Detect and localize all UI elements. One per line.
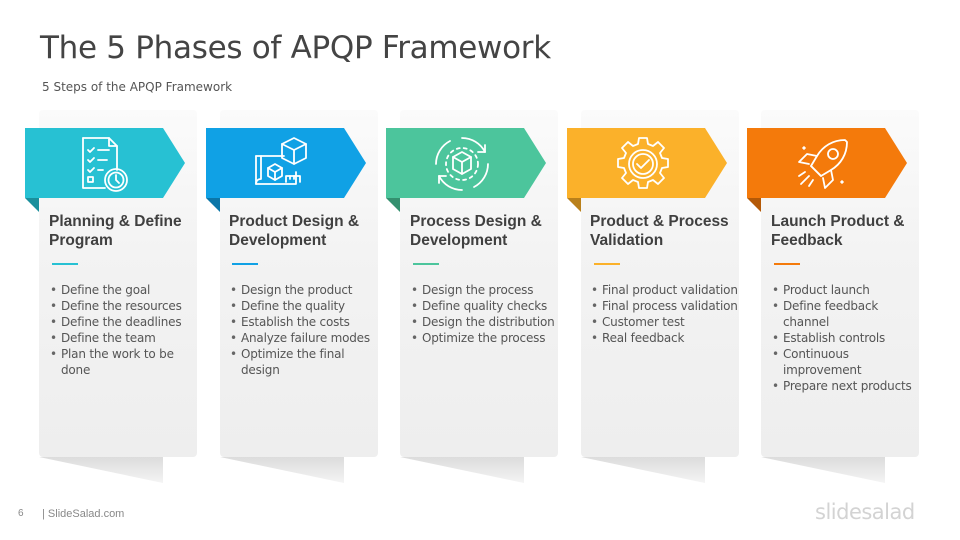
list-item: Design the product [229, 282, 379, 298]
list-item: Product launch [771, 282, 921, 298]
accent-line-1 [52, 263, 78, 265]
phase-bullets-5: Product launch Define feedback channel E… [771, 282, 921, 394]
list-item: Final process validation [590, 298, 740, 314]
phase-title-5: Launch Product & Feedback [771, 213, 905, 249]
phase-title-4: Product & Process Validation [590, 213, 729, 249]
list-item: Design the distribution [410, 314, 560, 330]
footer-site: | SlideSalad.com [42, 508, 125, 520]
list-item: Establish the costs [229, 314, 379, 330]
blueprint-box-icon [250, 132, 314, 196]
list-item: Final product validation [590, 282, 740, 298]
phase-ribbon-3 [386, 128, 546, 212]
ribbon-banner [386, 128, 546, 198]
list-item: Define feedback channel [771, 298, 921, 330]
ribbon-fold [25, 198, 39, 212]
phase-bullets-3: Design the process Define quality checks… [410, 282, 560, 346]
gear-check-icon [611, 132, 675, 196]
phase-ribbon-2 [206, 128, 366, 212]
phase-ribbon-1 [25, 128, 185, 212]
ribbon-fold [747, 198, 761, 212]
accent-line-5 [774, 263, 800, 265]
ribbon-banner [25, 128, 185, 198]
ribbon-fold [386, 198, 400, 212]
accent-line-3 [413, 263, 439, 265]
checklist-clock-icon [69, 132, 133, 196]
list-item: Prepare next products [771, 378, 921, 394]
phase-title-2: Product Design & Development [229, 213, 360, 249]
list-item: Plan the work to be done [49, 346, 199, 378]
list-item: Real feedback [590, 330, 740, 346]
card-shadow [761, 457, 885, 483]
phase-title-3: Process Design & Development [410, 213, 542, 249]
card-shadow [220, 457, 344, 483]
phase-bullets-1: Define the goal Define the resources Def… [49, 282, 199, 378]
list-item: Define the quality [229, 298, 379, 314]
list-item: Establish controls [771, 330, 921, 346]
ribbon-banner [747, 128, 907, 198]
card-shadow [400, 457, 524, 483]
page-number: 6 [18, 508, 24, 519]
list-item: Customer test [590, 314, 740, 330]
slide-subtitle: 5 Steps of the APQP Framework [42, 80, 233, 94]
ribbon-fold [206, 198, 220, 212]
card-shadow [581, 457, 705, 483]
accent-line-4 [594, 263, 620, 265]
card-shadow [39, 457, 163, 483]
phase-ribbon-4 [567, 128, 727, 212]
list-item: Define the goal [49, 282, 199, 298]
list-item: Define quality checks [410, 298, 560, 314]
rocket-icon [791, 132, 855, 196]
list-item: Optimize the process [410, 330, 560, 346]
list-item: Define the deadlines [49, 314, 199, 330]
slide-title: The 5 Phases of APQP Framework [40, 30, 551, 66]
ribbon-fold [567, 198, 581, 212]
phase-bullets-2: Design the product Define the quality Es… [229, 282, 379, 378]
phase-ribbon-5 [747, 128, 907, 212]
ribbon-banner [206, 128, 366, 198]
list-item: Design the process [410, 282, 560, 298]
list-item: Define the resources [49, 298, 199, 314]
list-item: Analyze failure modes [229, 330, 379, 346]
list-item: Continuous improvement [771, 346, 921, 378]
phase-bullets-4: Final product validation Final process v… [590, 282, 740, 346]
brand-logo: slidesalad [815, 500, 915, 524]
list-item: Define the team [49, 330, 199, 346]
accent-line-2 [232, 263, 258, 265]
phase-title-1: Planning & Define Program [49, 213, 182, 249]
process-cycle-icon [430, 132, 494, 196]
list-item: Optimize the final design [229, 346, 379, 378]
